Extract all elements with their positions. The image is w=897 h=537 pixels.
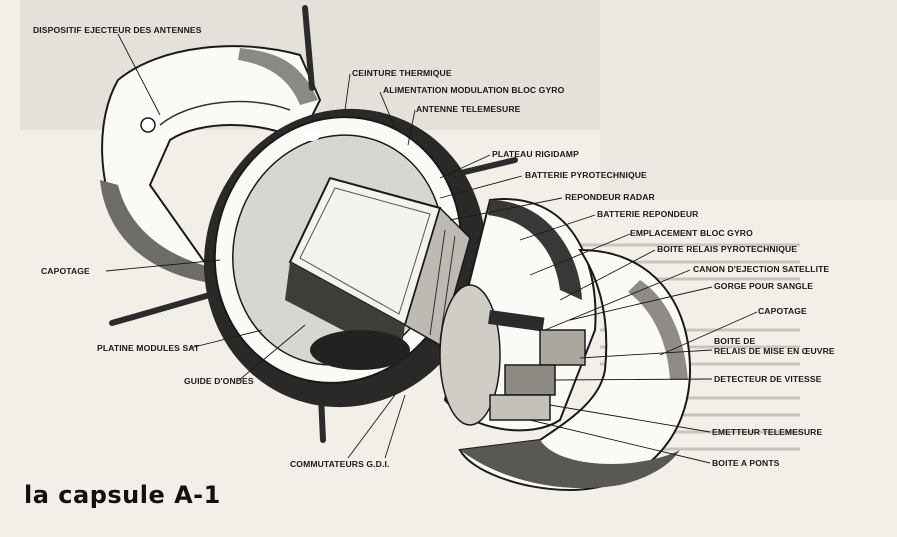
label-gorge-pour-sangle: GORGE POUR SANGLE xyxy=(714,281,814,291)
label-boite-de: BOITE DE xyxy=(714,336,756,346)
label-emetteur-telemesure: EMETTEUR TELEMESURE xyxy=(712,427,823,437)
label-platine-modules: PLATINE MODULES SAT xyxy=(97,343,200,353)
label-ceinture-thermique: CEINTURE THERMIQUE xyxy=(352,68,452,78)
leader-lines xyxy=(105,33,758,464)
label-boite-relais-pyrotechnique: BOITE RELAIS PYROTECHNIQUE xyxy=(657,244,798,254)
label-plateau-rigidamp: PLATEAU RIGIDAMP xyxy=(492,149,579,159)
label-antenne-telemesure: ANTENNE TELEMESURE xyxy=(416,104,521,114)
main-body xyxy=(204,108,486,408)
label-capotage-left: CAPOTAGE xyxy=(41,266,90,276)
label-detecteur-vitesse: DETECTEUR DE VITESSE xyxy=(714,374,822,384)
label-batterie-pyrotechnique: BATTERIE PYROTECHNIQUE xyxy=(525,170,647,180)
figure-caption: la capsule A-1 xyxy=(24,481,221,509)
right-hemisphere xyxy=(439,198,597,432)
label-dispositif-ejecteur: DISPOSITIF EJECTEUR DES ANTENNES xyxy=(33,25,202,35)
label-emplacement-bloc-gyro: EMPLACEMENT BLOC GYRO xyxy=(630,228,753,238)
label-boite-a-ponts: BOITE A PONTS xyxy=(712,458,780,468)
label-alimentation-modulation: ALIMENTATION MODULATION BLOC GYRO xyxy=(383,85,565,95)
label-relais-mise-en-oeuvre: RELAIS DE MISE EN ŒUVRE xyxy=(714,346,835,356)
label-commutateurs: COMMUTATEURS G.D.I. xyxy=(290,459,390,469)
background-text-area xyxy=(20,0,897,451)
label-capotage-right: CAPOTAGE xyxy=(758,306,807,316)
label-canon-ejection: CANON D'EJECTION SATELLITE xyxy=(693,264,830,274)
label-batterie-repondeur: BATTERIE REPONDEUR xyxy=(597,209,699,219)
right-cover-shell xyxy=(458,248,692,492)
label-repondeur-radar: REPONDEUR RADAR xyxy=(565,192,655,202)
label-guide-ondes: GUIDE D'ONDES xyxy=(184,376,254,386)
